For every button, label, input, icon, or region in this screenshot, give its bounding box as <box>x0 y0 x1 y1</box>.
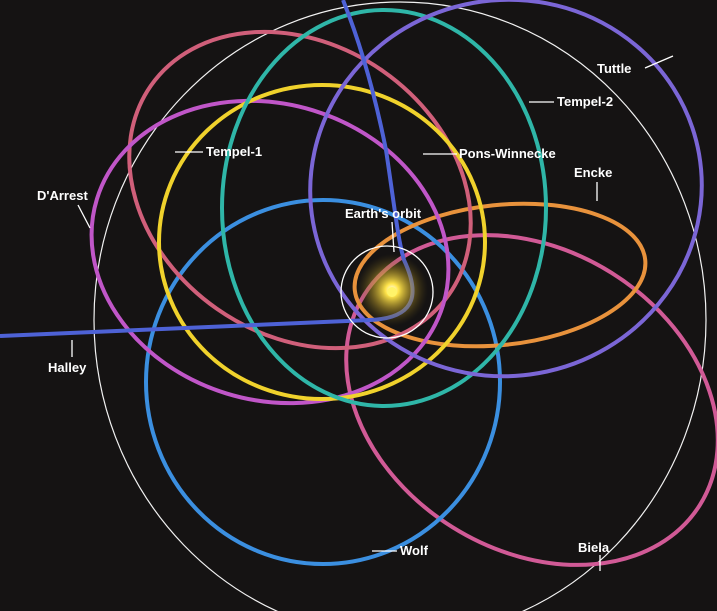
label-pons-winnecke: Pons-Winnecke <box>459 146 556 161</box>
label-earths-orbit: Earth's orbit <box>345 206 422 221</box>
label-tempel-1: Tempel-1 <box>206 144 262 159</box>
label-wolf: Wolf <box>400 543 429 558</box>
label-encke: Encke <box>574 165 612 180</box>
label-tempel-2: Tempel-2 <box>557 94 613 109</box>
label-d-arrest: D'Arrest <box>37 188 88 203</box>
sun-core <box>387 287 397 297</box>
label-halley: Halley <box>48 360 87 375</box>
label-biela: Biela <box>578 540 610 555</box>
label-tuttle: Tuttle <box>597 61 631 76</box>
